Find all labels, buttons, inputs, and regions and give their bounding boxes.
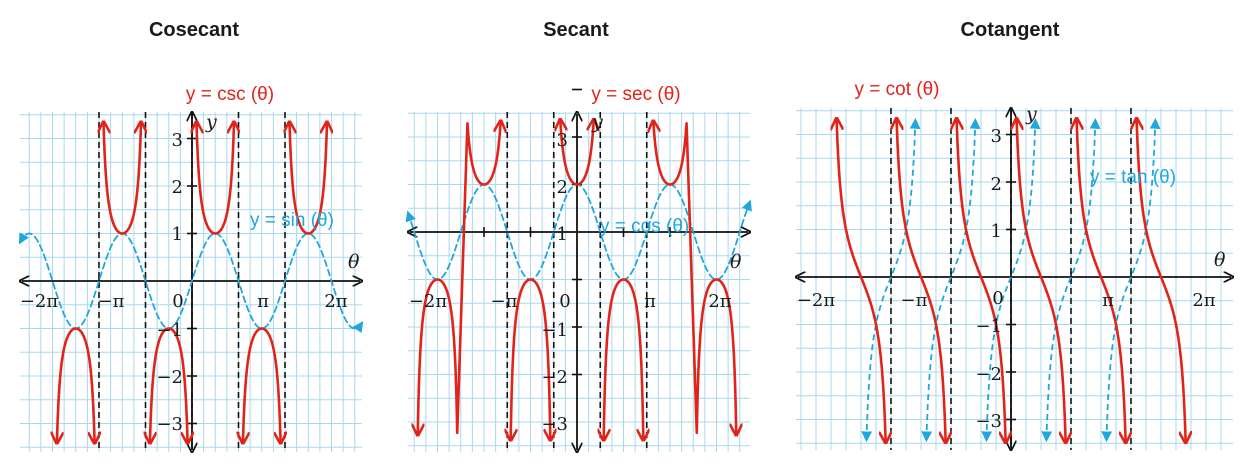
series-label-tan: y = tan (θ) bbox=[1090, 167, 1176, 188]
y-tick-label: 3 bbox=[172, 130, 183, 151]
chart-title: Secant bbox=[543, 19, 609, 41]
tick-labels: −2π −π 0 π 2π 3 2 1 −1 −2 −3 y θ bbox=[20, 111, 360, 435]
y-tick-label: 2 bbox=[172, 177, 183, 198]
y-tick-label: 2 bbox=[557, 177, 568, 198]
y-tick-label: −2 bbox=[975, 364, 1002, 385]
y-tick-label: −1 bbox=[541, 320, 568, 341]
x-axis-label: θ bbox=[1214, 249, 1226, 271]
chart-cotangent: Cotangent y = cot (θ) −2π −π 0 π 2π 3 2 … bbox=[796, 19, 1233, 450]
series-csc-branch bbox=[290, 124, 327, 235]
y-tick-label: 1 bbox=[172, 224, 183, 245]
series-label-cos: y = cos (θ) bbox=[600, 216, 689, 237]
y-axis-label: y bbox=[205, 111, 217, 133]
y-tick-label: −3 bbox=[156, 414, 183, 435]
chart-title: Cosecant bbox=[149, 19, 239, 41]
x-tick-label: −2π bbox=[20, 291, 59, 312]
series-sec-branch bbox=[418, 123, 501, 433]
y-tick-label: 3 bbox=[991, 126, 1002, 147]
series-label-sec: y = sec (θ) bbox=[591, 84, 680, 105]
x-tick-label: π bbox=[257, 291, 269, 312]
series-cot-branch bbox=[1137, 121, 1186, 440]
series-label-cot: y = cot (θ) bbox=[855, 79, 940, 100]
y-tick-label: −3 bbox=[541, 414, 568, 435]
series-cot-branch bbox=[957, 121, 1006, 440]
series-csc-branch bbox=[150, 327, 188, 441]
x-tick-label: 2π bbox=[324, 291, 347, 312]
y-tick-label: −1 bbox=[975, 316, 1002, 337]
chart-secant: Secant y = sec (θ) −2π −π 0 π 2π 3 2 1 −… bbox=[405, 19, 752, 453]
series-label-csc: y = csc (θ) bbox=[186, 84, 274, 105]
x-tick-label: 2π bbox=[1192, 290, 1215, 311]
x-tick-label: 0 bbox=[172, 291, 183, 312]
y-tick-label: 2 bbox=[991, 174, 1002, 195]
series-sec-branch bbox=[604, 278, 644, 438]
x-tick-label: −2π bbox=[797, 290, 836, 311]
x-tick-label: −π bbox=[491, 291, 518, 312]
plot-area bbox=[796, 108, 1233, 450]
x-tick-label: π bbox=[1102, 290, 1114, 311]
tick-labels: −2π −π 0 π 2π 3 2 1 −1 −2 −3 y θ bbox=[797, 103, 1226, 432]
y-tick-label: −1 bbox=[156, 320, 183, 341]
x-tick-label: 0 bbox=[992, 288, 1003, 309]
x-tick-label: −π bbox=[98, 291, 125, 312]
x-tick-label: −π bbox=[901, 290, 928, 311]
chart-title: Cotangent bbox=[961, 19, 1060, 41]
series-sec-branch bbox=[653, 123, 736, 433]
chart-cosecant: Cosecant y = csc (θ) −2π −π 0 π 2π 3 2 1… bbox=[20, 19, 362, 452]
x-axis-label: θ bbox=[348, 251, 360, 273]
y-tick-label: −2 bbox=[156, 367, 183, 388]
y-tick-label: −3 bbox=[975, 411, 1002, 432]
series-label-sin: y = sin (θ) bbox=[250, 210, 334, 231]
series-csc-branch bbox=[57, 327, 95, 441]
x-tick-label: 0 bbox=[559, 291, 570, 312]
y-tick-label: 1 bbox=[557, 224, 568, 245]
x-axis-label: θ bbox=[730, 251, 742, 273]
series-cot-branch bbox=[837, 121, 886, 440]
y-tick-label: 1 bbox=[991, 221, 1002, 242]
series-csc-branch bbox=[197, 124, 234, 235]
x-tick-label: π bbox=[644, 291, 656, 312]
plot-area bbox=[20, 112, 362, 452]
series-csc-branch bbox=[243, 327, 281, 441]
y-axis-label: y bbox=[1025, 103, 1037, 125]
series-cot-branch bbox=[1017, 121, 1066, 440]
tick-labels: −2π −π 0 π 2π 3 2 1 −1 −2 −3 y θ bbox=[409, 111, 742, 435]
series-csc-branch bbox=[104, 124, 141, 235]
series-cot-branch bbox=[1077, 121, 1126, 440]
series-cot-branch bbox=[897, 121, 946, 440]
x-tick-label: −2π bbox=[409, 291, 448, 312]
series-sec-branch bbox=[511, 278, 551, 438]
plot-area bbox=[405, 88, 752, 453]
series-sec-branch bbox=[560, 122, 593, 186]
y-tick-label: −2 bbox=[541, 367, 568, 388]
x-tick-label: 2π bbox=[708, 291, 731, 312]
y-tick-label: 3 bbox=[557, 130, 568, 151]
y-axis-label: y bbox=[591, 111, 603, 133]
